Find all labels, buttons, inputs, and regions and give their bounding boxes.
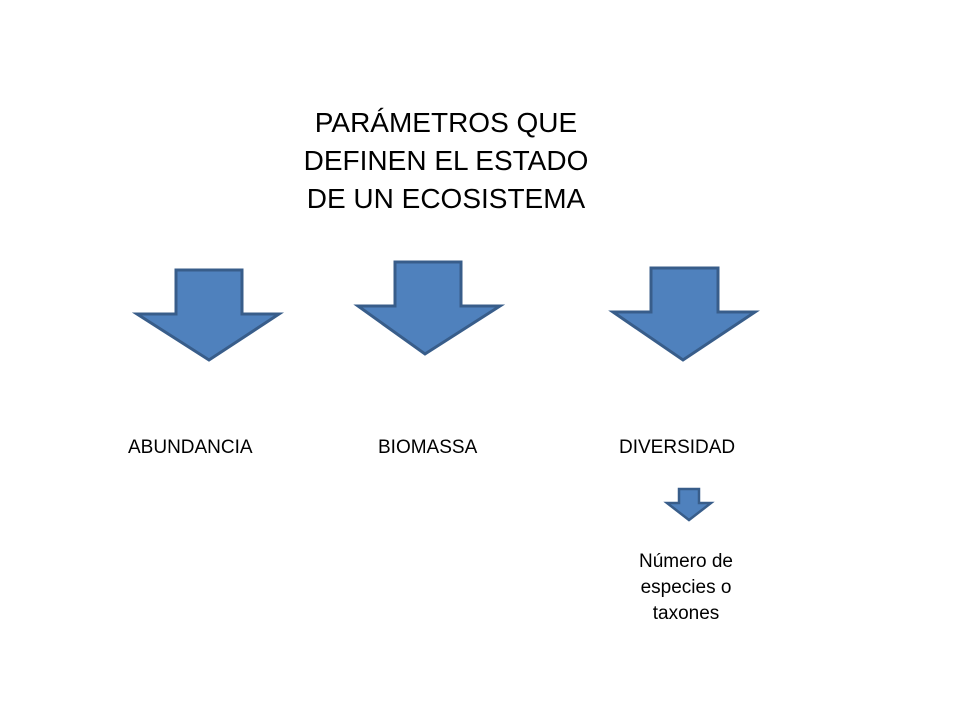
label-abundancia: ABUNDANCIA xyxy=(128,437,253,458)
down-arrow-diversidad-shape xyxy=(608,266,760,362)
down-arrow-abundancia-shape xyxy=(131,268,285,362)
down-arrow-abundancia xyxy=(131,268,285,362)
diversity-detail-line-3: taxones xyxy=(652,603,720,624)
down-arrow-biomassa-shape xyxy=(353,260,506,356)
title-line-2: DEFINEN EL ESTADO xyxy=(303,145,589,176)
title-line-1: PARÁMETROS QUE xyxy=(314,107,578,138)
down-arrow-biomassa xyxy=(353,260,506,356)
down-arrow-diversidad xyxy=(608,266,760,362)
diversity-detail: Número de especies o taxones xyxy=(606,549,766,627)
down-arrow-small-diversidad-shape xyxy=(663,487,715,522)
diagram-title: PARÁMETROS QUE DEFINEN EL ESTADO DE UN E… xyxy=(246,104,646,218)
label-biomassa: BIOMASSA xyxy=(378,437,478,458)
title-line-3: DE UN ECOSISTEMA xyxy=(306,183,586,214)
down-arrow-small-diversidad xyxy=(663,487,715,522)
diversity-detail-line-1: Número de xyxy=(639,551,733,572)
label-diversidad: DIVERSIDAD xyxy=(619,437,736,458)
diversity-detail-line-2: especies o xyxy=(640,577,732,598)
